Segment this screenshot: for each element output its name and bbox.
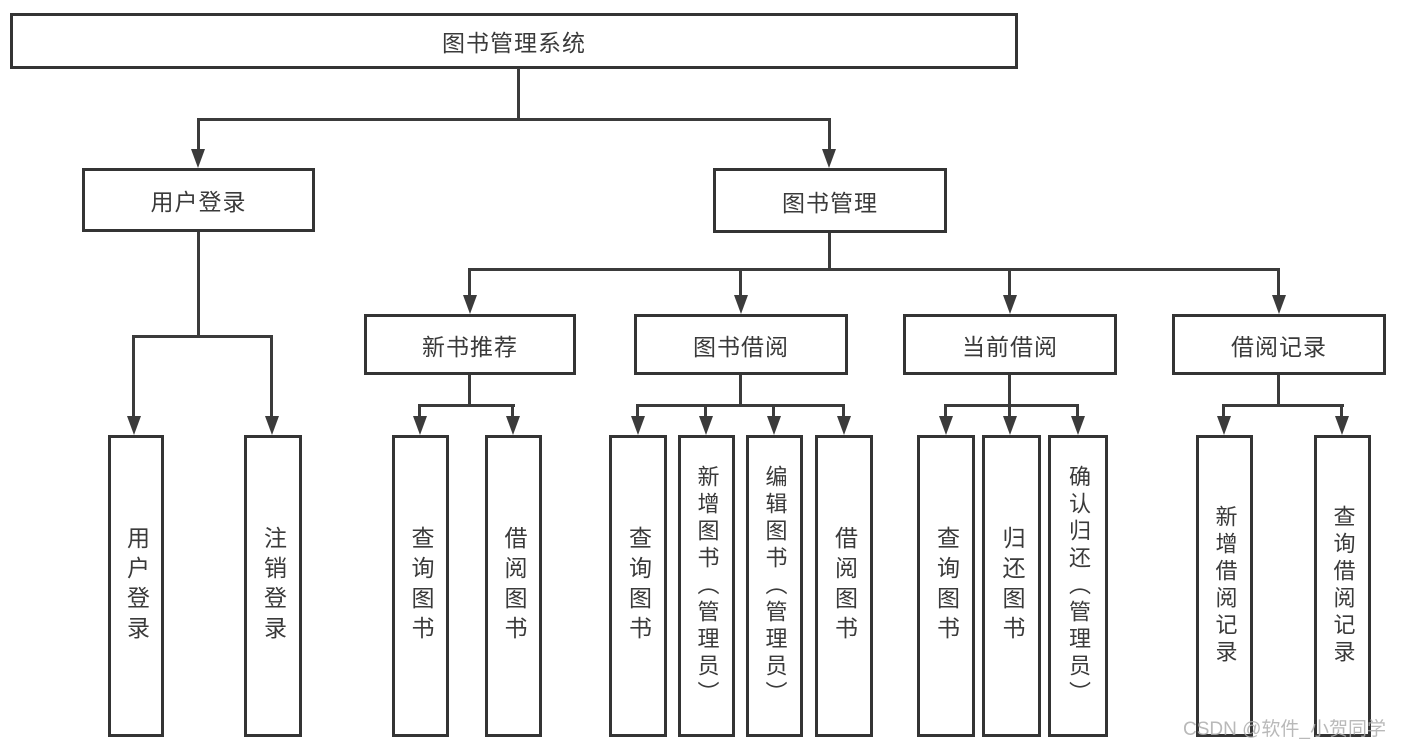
leaf-label: 新增图书（管理员） [694,464,720,708]
arrowhead-down [265,416,279,435]
leaf-add-borrow-record: 新增借阅记录 [1196,435,1253,737]
connector-line [418,404,515,407]
leaf-borrow-books-recommend: 借阅图书 [485,435,542,737]
connector-line [270,335,273,417]
connector-line [1277,375,1280,406]
node-label: 图书管理 [782,189,878,216]
arrowhead-down [822,149,836,168]
leaf-edit-books-admin: 编辑图书（管理员） [746,435,803,737]
connector-line [132,335,135,417]
arrowhead-down [506,416,520,435]
node-label: 新书推荐 [422,333,518,360]
connector-line [197,232,200,336]
connector-line [739,268,742,296]
connector-line [842,404,845,417]
leaf-query-borrow-record: 查询借阅记录 [1314,435,1371,737]
connector-line [468,268,471,296]
leaf-label: 编辑图书（管理员） [762,464,788,708]
leaf-label: 查询图书 [625,526,652,646]
leaf-label: 用户登录 [123,526,150,646]
arrowhead-down [767,416,781,435]
connector-line [197,118,831,121]
arrowhead-down [127,416,141,435]
leaf-label: 新增借阅记录 [1212,505,1238,667]
leaf-label: 归还图书 [999,526,1025,646]
leaf-label: 查询图书 [408,526,434,646]
connector-line [1008,268,1011,296]
node-label: 当前借阅 [962,333,1058,360]
arrowhead-down [1217,416,1231,435]
node-label: 借阅记录 [1231,333,1327,360]
connector-line [517,68,520,118]
connector-line [1076,404,1079,417]
node-new-book-recommendation: 新书推荐 [364,314,576,375]
node-label: 图书借阅 [693,333,789,360]
connector-line [1222,404,1344,407]
connector-line [1008,375,1011,406]
connector-line [132,335,273,338]
leaf-confirm-return-admin: 确认归还（管理员） [1048,435,1108,737]
node-label: 图书管理系统 [442,30,586,56]
connector-line [197,118,200,150]
connector-line [944,404,947,417]
arrowhead-down [191,149,205,168]
arrowhead-down [699,416,713,435]
connector-line [1277,268,1280,296]
connector-line [636,404,845,407]
connector-line [468,375,471,406]
leaf-label: 注销登录 [260,526,287,646]
arrowhead-down [1071,416,1085,435]
leaf-return-books: 归还图书 [982,435,1041,737]
leaf-add-books-admin: 新增图书（管理员） [678,435,735,737]
leaf-label: 查询图书 [933,526,960,646]
arrowhead-down [1335,416,1349,435]
leaf-borrow-books-borrowing: 借阅图书 [815,435,873,737]
connector-line [468,268,1280,271]
arrowhead-down [1272,295,1286,314]
node-library-management-system: 图书管理系统 [10,13,1018,69]
arrowhead-down [939,416,953,435]
leaf-label: 借阅图书 [831,526,858,646]
node-label: 用户登录 [150,189,247,215]
leaf-query-books-current: 查询图书 [917,435,975,737]
leaf-query-books-borrowing: 查询图书 [609,435,667,737]
arrowhead-down [837,416,851,435]
node-book-management: 图书管理 [713,168,947,233]
connector-line [1340,404,1343,417]
leaf-label: 确认归还（管理员） [1066,464,1091,708]
connector-line [418,404,421,417]
leaf-logout: 注销登录 [244,435,302,737]
leaf-label: 借阅图书 [501,526,527,646]
leaf-user-login: 用户登录 [108,435,164,737]
node-book-borrowing: 图书借阅 [634,314,848,375]
csdn-watermark: CSDN @软件_小贺同学 [1183,719,1386,740]
connector-line [1008,404,1011,417]
connector-line [511,404,514,417]
connector-line [772,404,775,417]
connector-line [704,404,707,417]
arrowhead-down [734,295,748,314]
arrowhead-down [1003,416,1017,435]
connector-line [1222,404,1225,417]
leaf-label: 查询借阅记录 [1330,505,1356,667]
arrowhead-down [463,295,477,314]
connector-line [636,404,639,417]
connector-line [739,375,742,406]
connector-line [828,118,831,150]
node-borrowing-records: 借阅记录 [1172,314,1386,375]
node-user-login: 用户登录 [82,168,315,232]
leaf-query-books-recommend: 查询图书 [392,435,449,737]
node-current-borrowing: 当前借阅 [903,314,1117,375]
arrowhead-down [631,416,645,435]
arrowhead-down [413,416,427,435]
connector-line [828,233,831,270]
arrowhead-down [1003,295,1017,314]
connector-line [944,404,1079,407]
